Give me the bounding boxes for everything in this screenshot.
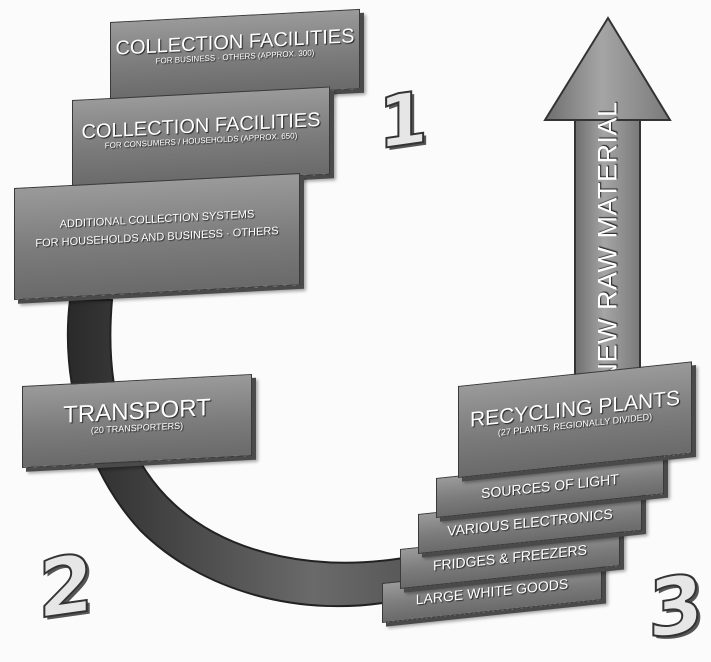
additional-systems-box: ADDITIONAL COLLECTION SYSTEMS FOR HOUSEH… (14, 173, 300, 300)
step-number-1: 1 (378, 74, 428, 165)
step-number-3: 3 (648, 556, 704, 657)
step-number-2: 2 (38, 536, 94, 637)
transport-box: TRANSPORT (20 TRANSPORTERS) (22, 374, 252, 468)
arrow-label: NEW RAW MATERIAL (593, 101, 624, 382)
